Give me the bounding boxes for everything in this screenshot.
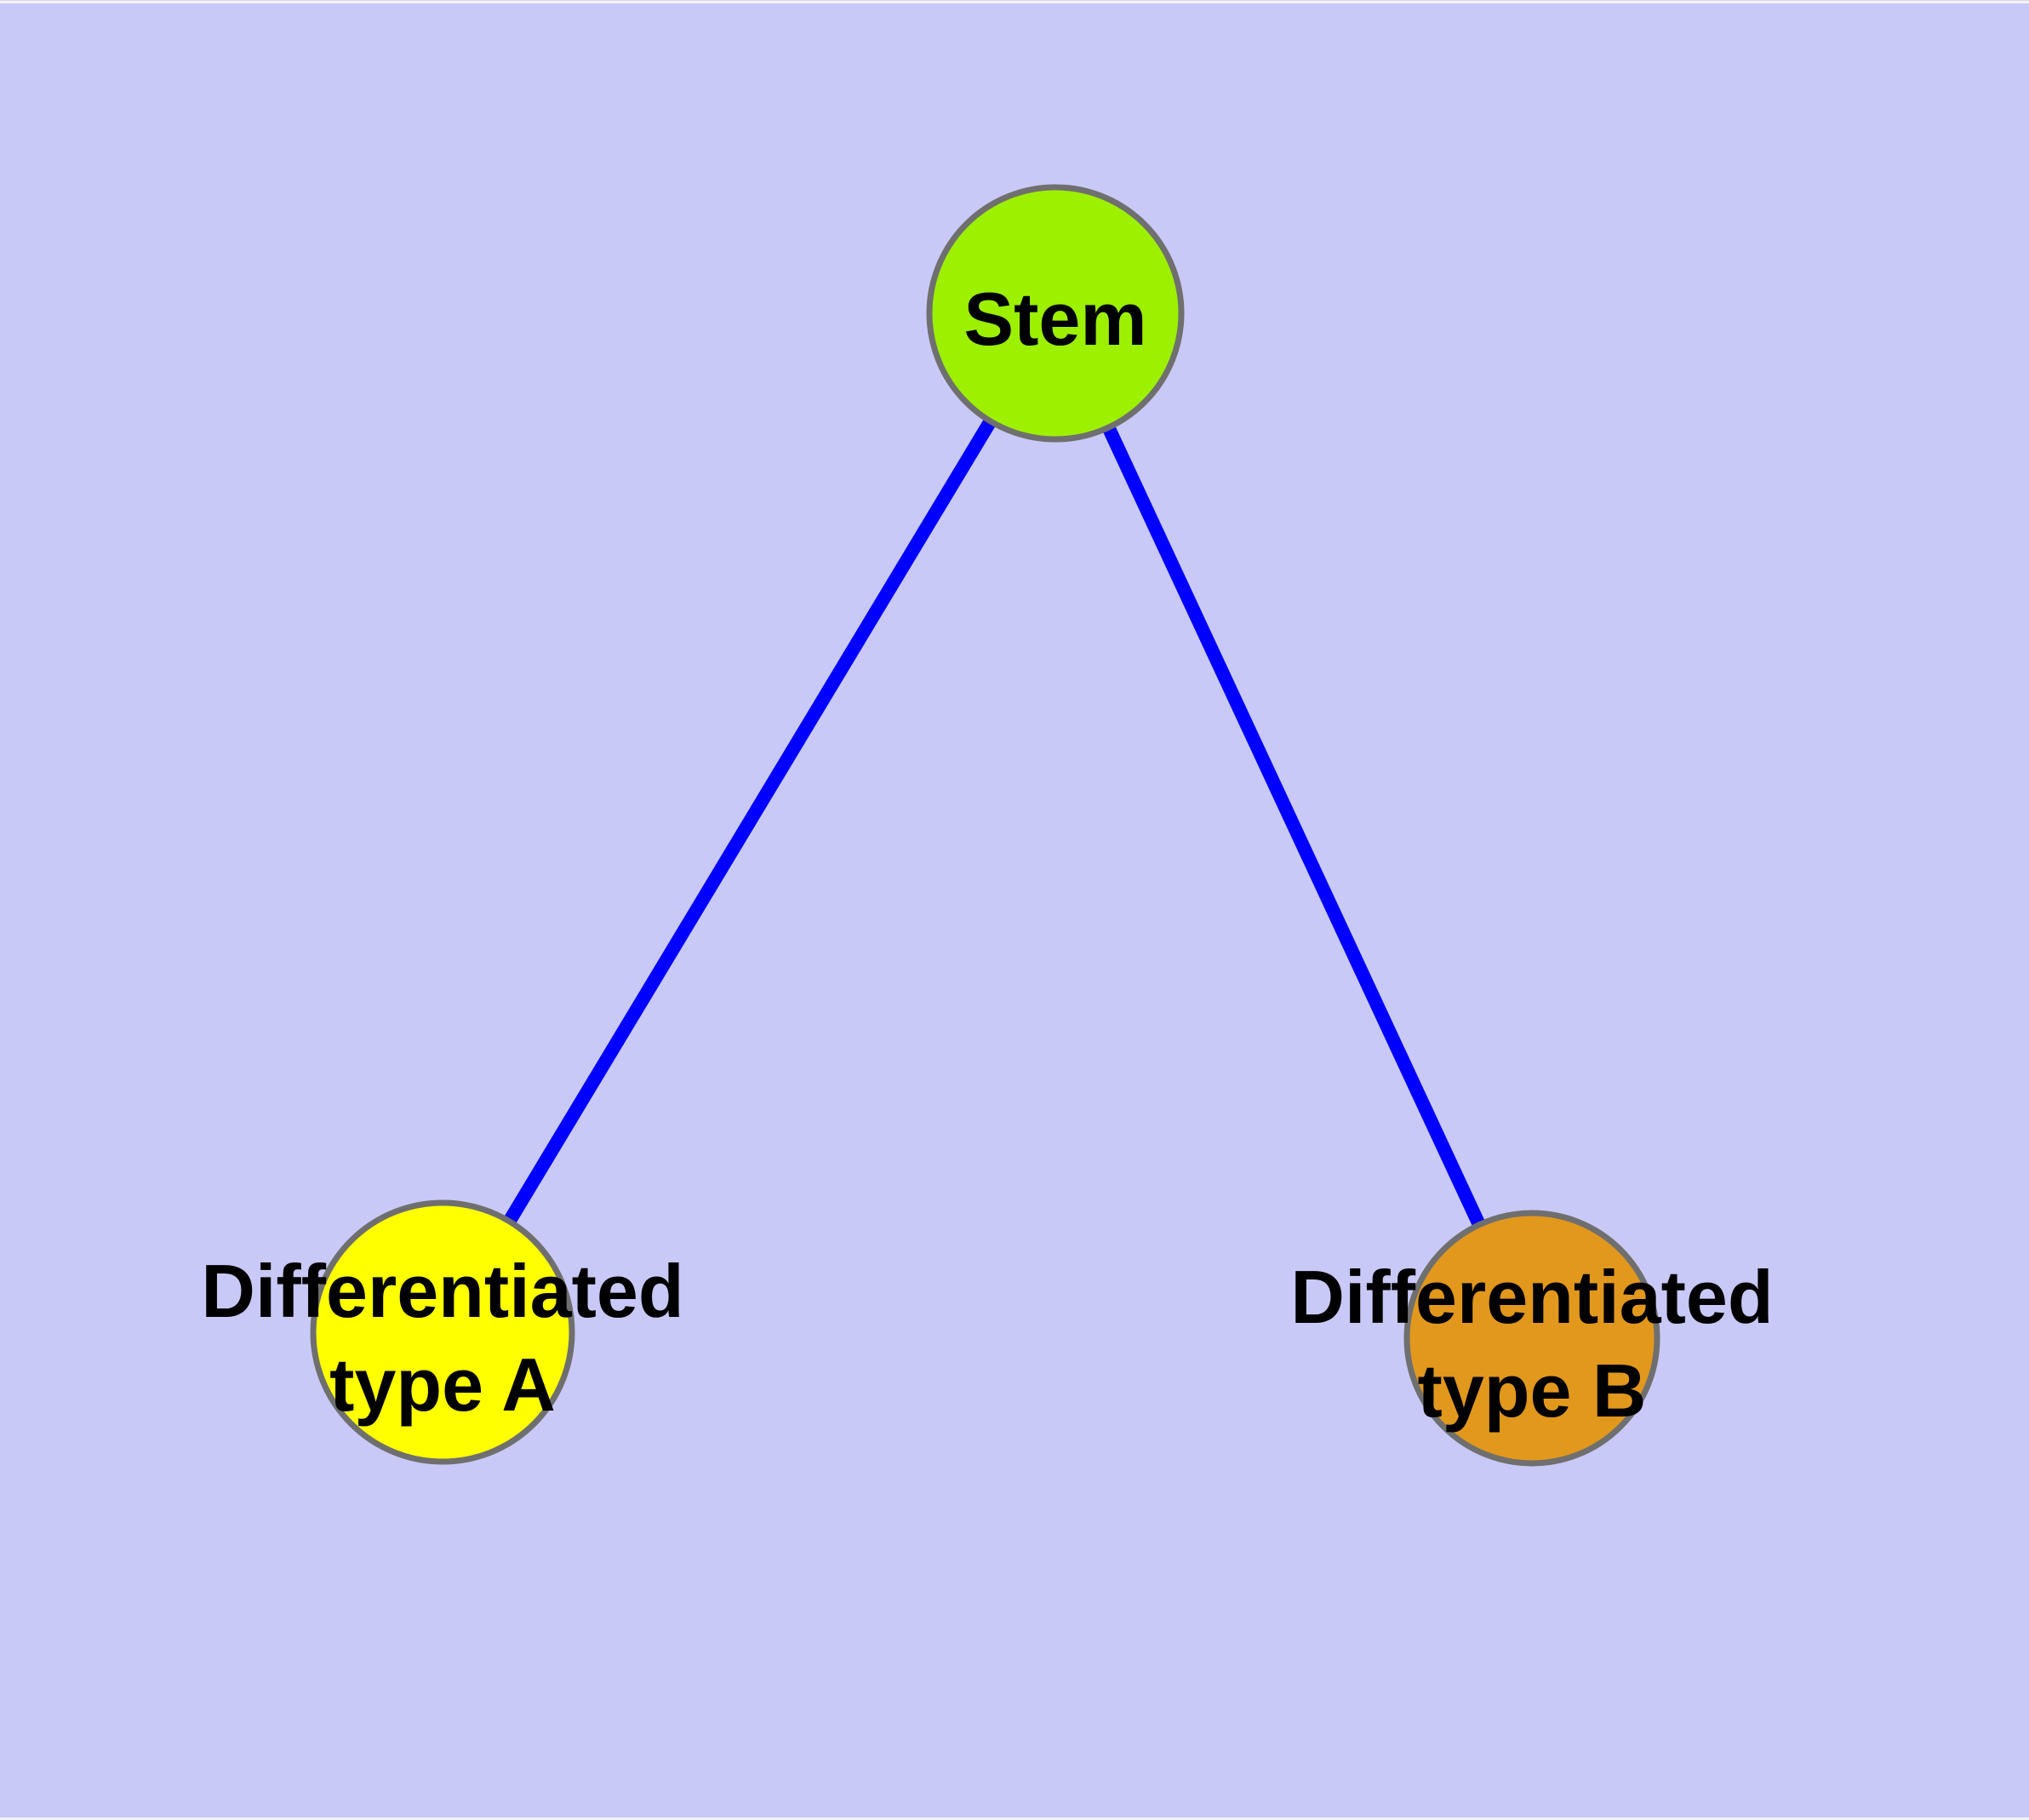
node-differentiated-type-b-label-line: type B xyxy=(1418,1348,1647,1433)
node-differentiated-type-b-label: Differentiated type B xyxy=(1290,1255,1773,1433)
node-differentiated-type-a-label: Differentiated type A xyxy=(201,1249,683,1427)
frame-top-edge xyxy=(0,1,2029,3)
node-differentiated-type-a-label-line: Differentiated xyxy=(201,1249,683,1333)
frame-bottom-edge xyxy=(0,1817,2029,1820)
node-stem-circle xyxy=(926,184,1185,443)
node-differentiated-type-b-label-line: Differentiated xyxy=(1290,1255,1773,1339)
frame-top-hairline xyxy=(0,0,2029,1)
node-differentiated-type-a-label-line: type A xyxy=(329,1342,556,1427)
node-differentiated-type-b-circle xyxy=(1403,1210,1660,1467)
node-differentiated-type-a-circle xyxy=(310,1199,575,1465)
edge-stem-to-differentiated-type-b xyxy=(1049,310,1539,1342)
node-stem-label-line: Stem xyxy=(963,277,1146,361)
edge-stem-to-differentiated-type-a xyxy=(437,309,1061,1336)
node-stem-label: Stem xyxy=(963,277,1146,361)
